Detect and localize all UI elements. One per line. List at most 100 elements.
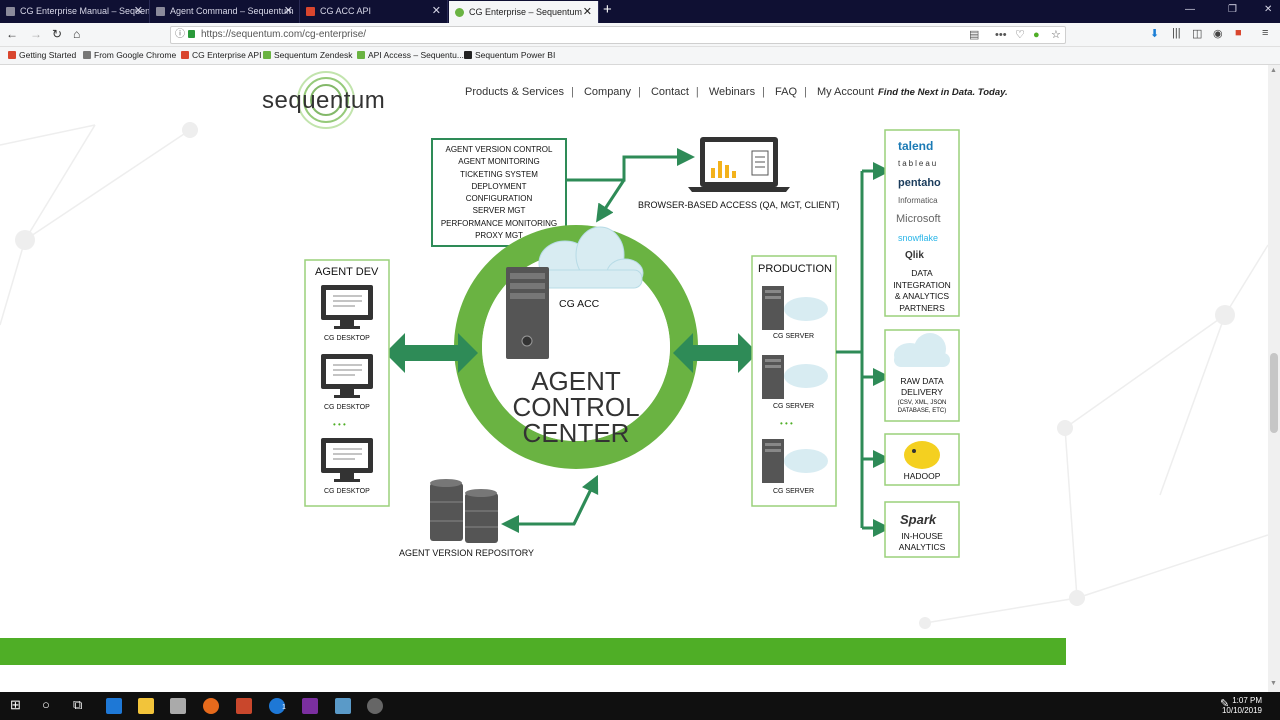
reader-view-icon[interactable]: ▤	[969, 29, 980, 41]
onenote-icon[interactable]	[302, 698, 318, 714]
title-line: AGENT	[531, 366, 621, 396]
reload-icon[interactable]: ↻	[52, 27, 63, 41]
windows-start-icon[interactable]: ⊞	[10, 697, 21, 712]
skype-icon[interactable]	[269, 698, 285, 714]
browser-access-label: BROWSER-BASED ACCESS (QA, MGT, CLIENT)	[638, 200, 840, 210]
search-icon[interactable]: ○	[42, 697, 50, 712]
bookmark-label: Sequentum Zendesk	[274, 50, 353, 60]
sidebar-icon[interactable]: ◫	[1192, 28, 1203, 40]
snowflake-logo: snowflake	[898, 233, 939, 243]
bookmark-api-access[interactable]: API Access – Sequentu...	[357, 50, 464, 60]
footer-green-banner	[0, 638, 1066, 665]
architecture-diagram	[304, 129, 960, 558]
bookmark-cg-enterprise-api[interactable]: CG Enterprise API	[181, 50, 261, 60]
desktop-monitor-icon	[321, 285, 373, 329]
file-explorer-icon[interactable]	[138, 698, 154, 714]
server-tower-icon	[506, 267, 549, 359]
title-line: CENTER	[522, 418, 630, 448]
page-scrollbar[interactable]: ▲ ▼	[1268, 65, 1280, 692]
logo-ring-icon	[303, 77, 349, 123]
tab-title: CG Enterprise – Sequentum	[469, 7, 583, 17]
extension-icon[interactable]: ●	[1033, 29, 1040, 41]
menu-separator: |	[571, 86, 574, 98]
desktop-monitor-icon	[321, 354, 373, 398]
feature-item: TICKETING SYSTEM	[460, 169, 538, 179]
skype-badge: 1	[282, 704, 286, 711]
qlik-logo: Qlik	[905, 250, 924, 261]
back-arrow-icon[interactable]: ←	[6, 27, 18, 41]
new-tab-plus-icon[interactable]: +	[603, 1, 612, 18]
page-favicon-icon	[6, 7, 15, 16]
hadoop-label: HADOOP	[903, 471, 941, 481]
close-tab-icon[interactable]: ✕	[133, 5, 143, 17]
bookmark-getting-started[interactable]: Getting Started	[8, 50, 76, 60]
cloud-icon	[538, 226, 644, 289]
site-info-icon[interactable]: ⓘ	[175, 29, 185, 40]
bookmark-label: From Google Chrome	[94, 50, 177, 60]
cg-favicon-icon	[306, 7, 315, 16]
page-actions-icon[interactable]: •••	[995, 29, 1007, 41]
notification-badge-icon[interactable]: ■	[1235, 27, 1242, 39]
production-server-icon	[762, 355, 828, 399]
production-title: PRODUCTION	[758, 263, 832, 275]
close-tab-icon[interactable]: ✕	[582, 6, 592, 18]
firefox-icon[interactable]	[203, 698, 219, 714]
app-icon[interactable]	[367, 698, 383, 714]
tab-cg-acc-api[interactable]: CG ACC API ✕	[300, 0, 448, 23]
bookmark-sequentum-power-bi[interactable]: Sequentum Power BI	[464, 50, 555, 60]
tab-cg-enterprise-manual[interactable]: CG Enterprise Manual – Sequen ✕	[0, 0, 150, 23]
microsoft-logo: Microsoft	[896, 213, 941, 225]
menu-company[interactable]: Company	[583, 86, 632, 98]
caption-line: INTEGRATION	[893, 279, 951, 290]
system-clock[interactable]: 1:07 PM 10/10/2019	[1222, 696, 1262, 716]
menu-hamburger-icon[interactable]: ≡	[1262, 27, 1269, 39]
bookmark-label: API Access – Sequentu...	[368, 50, 464, 60]
window-close-icon[interactable]: ✕	[1264, 4, 1273, 15]
features-box	[431, 138, 567, 247]
menu-faq[interactable]: FAQ	[775, 86, 798, 98]
account-icon[interactable]: ◉	[1213, 28, 1223, 40]
forward-arrow-icon[interactable]: →	[30, 27, 42, 41]
scroll-down-icon[interactable]: ▼	[1270, 680, 1277, 687]
pen-icon[interactable]: ✎	[1220, 698, 1230, 710]
features-list: AGENT VERSION CONTROL AGENT MONITORING T…	[433, 144, 565, 242]
production-double-arrow	[673, 333, 758, 373]
caption-line: RAW DATA	[900, 376, 944, 386]
repository-arrow-up	[572, 474, 599, 525]
task-view-icon[interactable]: ⧉	[73, 697, 83, 712]
menu-contact[interactable]: Contact	[650, 86, 689, 98]
bookmark-icon	[263, 51, 271, 59]
scrollbar-thumb[interactable]	[1270, 353, 1278, 433]
feature-item: CONFIGURATION	[465, 194, 533, 204]
bookmark-star-icon[interactable]: ☆	[1051, 29, 1061, 41]
restore-icon[interactable]: ❐	[1228, 4, 1237, 15]
agent-control-center-title: AGENT CONTROL CENTER	[497, 368, 655, 446]
edge-icon[interactable]	[106, 698, 122, 714]
store-icon[interactable]	[170, 698, 186, 714]
pocket-icon[interactable]: ♡	[1015, 29, 1025, 41]
tab-cg-enterprise[interactable]: CG Enterprise – Sequentum ✕	[449, 1, 599, 23]
powerpoint-icon[interactable]	[236, 698, 252, 714]
library-icon[interactable]: |||	[1172, 27, 1181, 39]
tab-agent-command[interactable]: Agent Command – Sequentum ✕	[150, 0, 300, 23]
home-icon[interactable]: ⌂	[73, 27, 81, 41]
caption-line: ANALYTICS	[898, 542, 946, 552]
menu-webinars[interactable]: Webinars	[708, 86, 756, 98]
bookmark-from-google-chrome[interactable]: From Google Chrome	[83, 50, 176, 60]
bar-chart-icon	[464, 51, 472, 59]
snowflake-app-icon[interactable]	[335, 698, 351, 714]
sequentum-logo[interactable]: sequentum	[262, 87, 386, 114]
caption-line: (CSV, XML, JSON	[897, 400, 947, 406]
close-tab-icon[interactable]: ✕	[283, 5, 293, 17]
menu-my-account[interactable]: My Account	[816, 86, 874, 98]
bookmark-icon	[357, 51, 365, 59]
folder-icon	[83, 51, 91, 59]
bookmark-sequentum-zendesk[interactable]: Sequentum Zendesk	[263, 50, 352, 60]
minimize-icon[interactable]: —	[1185, 4, 1195, 15]
close-tab-icon[interactable]: ✕	[431, 5, 441, 17]
menu-products-services[interactable]: Products & Services	[465, 86, 565, 98]
spark-caption: IN-HOUSE ANALYTICS	[886, 531, 958, 553]
downloads-icon[interactable]: ⬇	[1150, 28, 1160, 40]
scroll-up-icon[interactable]: ▲	[1270, 67, 1277, 74]
address-bar[interactable]: ⓘ https://sequentum.com/cg-enterprise/ ▤…	[170, 26, 1066, 44]
